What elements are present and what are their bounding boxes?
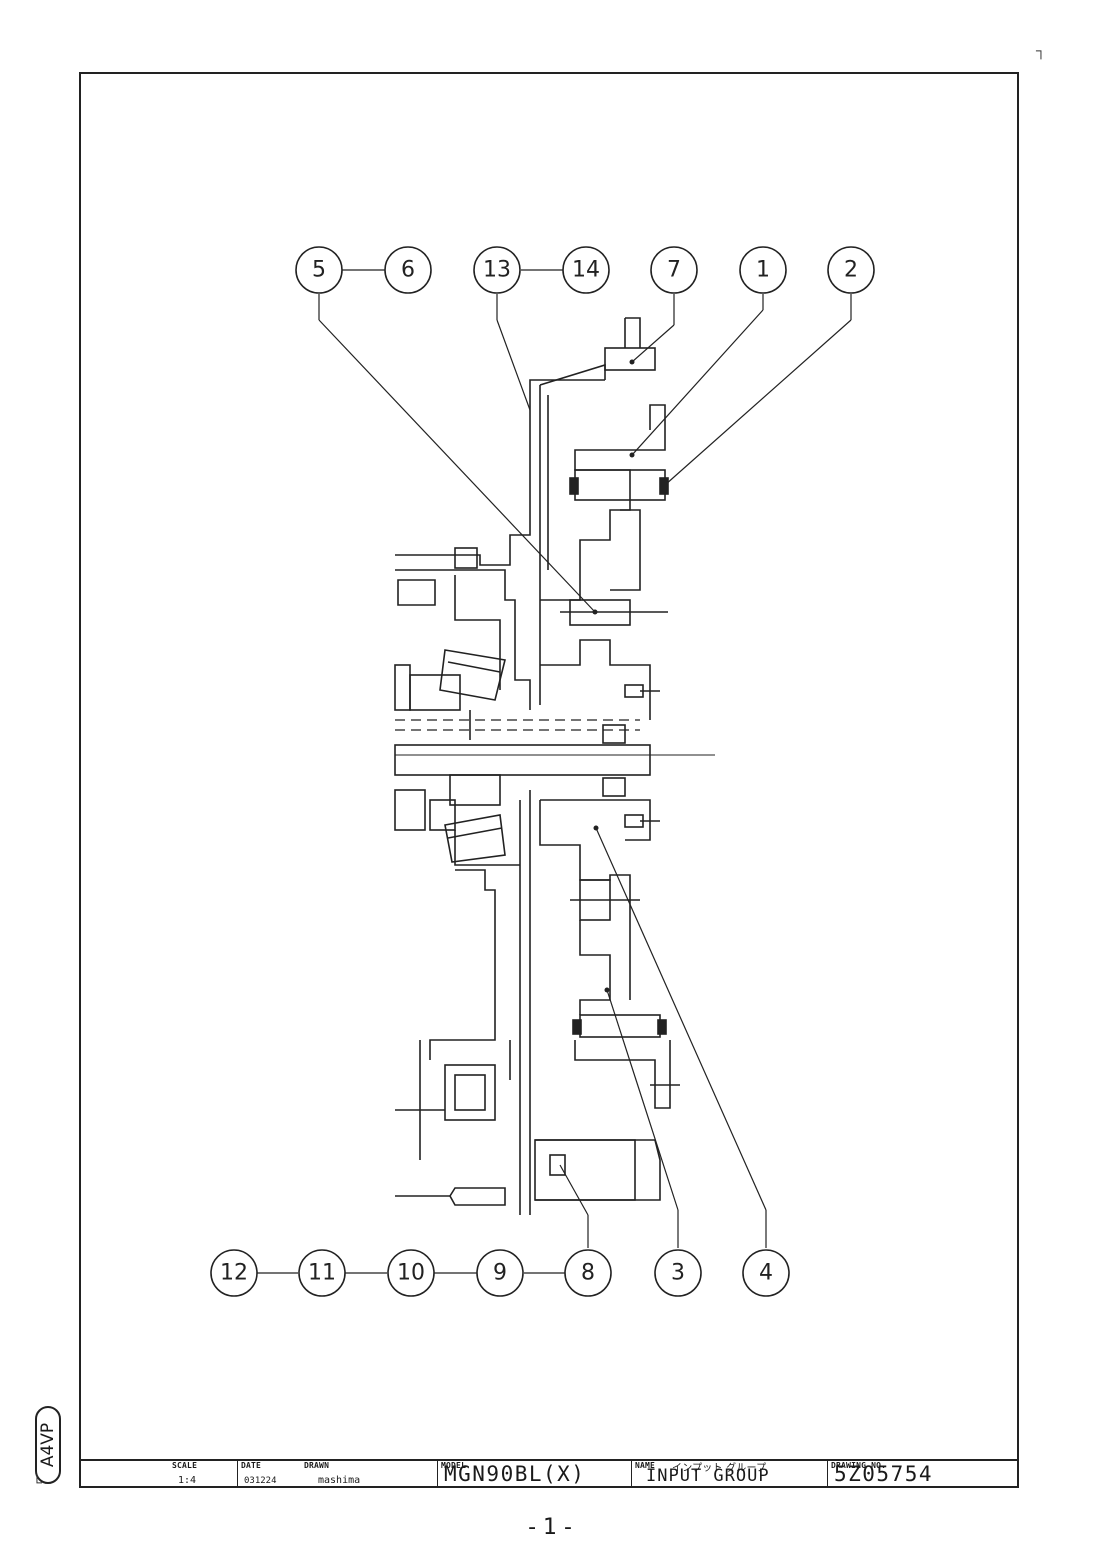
crop-mark-top-right: ┐ [1036, 42, 1046, 58]
drawing-no-value: 5Z05754 [834, 1462, 934, 1486]
balloon-8: 12 [210, 1249, 258, 1297]
balloon-13: 3 [654, 1249, 702, 1297]
balloon-7: 2 [827, 246, 875, 294]
stamp-text: A4VP [35, 1406, 61, 1484]
date-drawn-cell: DATE DRAWN 031224 mashima [238, 1461, 438, 1487]
drawing-frame [79, 72, 1019, 1488]
balloon-14: 4 [742, 1249, 790, 1297]
svg-text:13: 13 [483, 258, 511, 283]
svg-text:8: 8 [581, 1261, 595, 1286]
leader-dots [592, 359, 635, 993]
svg-text:12: 12 [220, 1261, 248, 1286]
scale-value: 1:4 [178, 1475, 197, 1486]
svg-text:1: 1 [756, 258, 770, 283]
name-jp: インプット グループ [672, 1463, 767, 1474]
scale-cell: SCALE 1:4 [80, 1461, 238, 1487]
balloon-4: 14 [562, 246, 610, 294]
crop-mark-bottom-left: └ [32, 1474, 42, 1490]
balloon-3: 13 [473, 246, 521, 294]
model-head: MODEL [441, 1461, 467, 1470]
model-value: MGN90BL(X) [444, 1462, 586, 1486]
drawing-no-cell: DRAWING NO. 5Z05754 [828, 1461, 1018, 1487]
title-block: SCALE 1:4 DATE DRAWN 031224 mashima MODE… [80, 1459, 1018, 1487]
svg-text:11: 11 [308, 1261, 336, 1286]
date-value: 031224 [244, 1476, 277, 1486]
scale-head: SCALE [172, 1461, 198, 1470]
assembly-geometry [394, 317, 715, 1215]
date-head: DATE [241, 1461, 262, 1470]
leader-lines [257, 269, 852, 1274]
page-number: - 1 - [528, 1515, 572, 1540]
drawn-head: DRAWN [304, 1461, 330, 1470]
svg-text:3: 3 [671, 1261, 685, 1286]
model-cell: MODEL MGN90BL(X) [438, 1461, 632, 1487]
balloon-5: 7 [650, 246, 698, 294]
svg-text:9: 9 [493, 1261, 507, 1286]
svg-text:6: 6 [401, 258, 415, 283]
svg-text:10: 10 [397, 1261, 425, 1286]
balloon-9: 11 [298, 1249, 346, 1297]
drawing-no-head: DRAWING NO. [831, 1461, 887, 1470]
svg-text:5: 5 [312, 258, 326, 283]
svg-text:14: 14 [572, 258, 600, 283]
balloon-12: 8 [564, 1249, 612, 1297]
svg-text:4: 4 [759, 1261, 773, 1286]
balloon-10: 10 [387, 1249, 435, 1297]
paper-size-stamp: A4VP [35, 1406, 63, 1484]
name-head: NAME [635, 1461, 656, 1470]
drawn-value: mashima [318, 1475, 361, 1486]
balloon-11: 9 [476, 1249, 524, 1297]
balloon-1: 5 [295, 246, 343, 294]
name-cell: NAME インプット グループ INPUT GROUP [632, 1461, 828, 1487]
svg-text:7: 7 [667, 258, 681, 283]
name-value: INPUT GROUP [646, 1466, 770, 1486]
balloon-6: 1 [739, 246, 787, 294]
balloon-2: 6 [384, 246, 432, 294]
svg-text:2: 2 [844, 258, 858, 283]
